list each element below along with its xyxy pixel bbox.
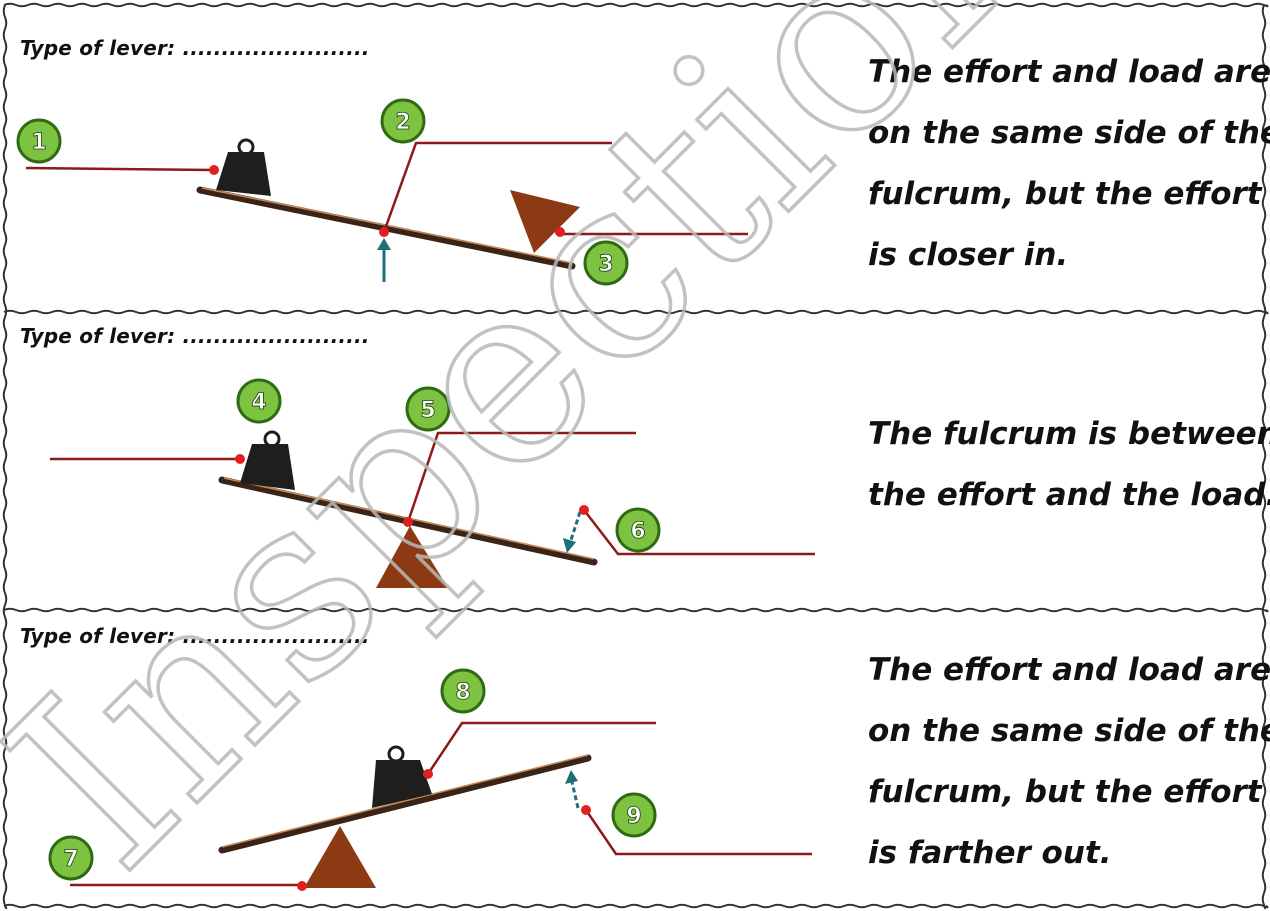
number-badge-5: 5 — [405, 386, 451, 432]
description-line: The fulcrum is between — [868, 416, 1270, 452]
lever-diagram-1: 1 2 3 — [16, 98, 748, 286]
lever-description-2: The fulcrum is between the effort and th… — [868, 404, 1270, 526]
load-weight — [216, 138, 271, 196]
description-line: is farther out. — [868, 835, 1112, 871]
badge-number: 1 — [31, 130, 46, 155]
label-dot-3 — [555, 227, 565, 237]
number-badge-3: 3 — [583, 240, 629, 286]
type-of-lever-label: Type of lever: ........................ — [20, 36, 370, 60]
label-line-1 — [25, 166, 215, 172]
number-badge-2: 2 — [380, 98, 426, 144]
label-line-9 — [584, 809, 812, 856]
badge-number: 2 — [395, 110, 410, 135]
badge-number: 6 — [630, 519, 645, 544]
fulcrum-triangle — [304, 826, 376, 888]
lever-beam-highlight — [221, 754, 589, 848]
wavy-border — [3, 607, 1269, 613]
description-line: on the same side of the — [868, 115, 1270, 151]
panel-1: Type of lever: ........................ — [0, 0, 1270, 312]
description-line: fulcrum, but the effort — [868, 176, 1262, 212]
type-of-lever-label: Type of lever: ........................ — [20, 624, 370, 648]
number-badge-8: 8 — [440, 668, 486, 714]
description-line: on the same side of the — [868, 713, 1270, 749]
label-dot-7 — [297, 881, 307, 891]
effort-arrow — [377, 238, 391, 282]
number-badge-9: 9 — [611, 792, 657, 838]
label-dot-6 — [579, 505, 589, 515]
fulcrum-triangle — [510, 190, 580, 253]
type-of-lever-label: Type of lever: ........................ — [20, 324, 370, 348]
label-dot-2 — [379, 227, 389, 237]
badge-number: 3 — [598, 252, 613, 277]
wavy-border — [3, 903, 1269, 909]
label-dot-1 — [209, 165, 219, 175]
wavy-border — [3, 309, 1269, 315]
badge-number: 4 — [251, 390, 266, 415]
wavy-border — [1261, 4, 1267, 910]
load-weight — [372, 745, 432, 808]
fulcrum-triangle — [376, 526, 448, 588]
label-line-5 — [406, 431, 636, 523]
description-line: The effort and load are — [868, 652, 1270, 688]
number-badge-7: 7 — [48, 835, 94, 881]
number-badge-6: 6 — [615, 507, 661, 553]
lever-beam — [218, 754, 592, 854]
load-weight — [240, 430, 295, 490]
label-dot-8 — [423, 769, 433, 779]
description-line: fulcrum, but the effort — [868, 774, 1262, 810]
description-line: is closer in. — [868, 237, 1069, 273]
label-line-8 — [426, 721, 656, 775]
description-line: The effort and load are — [868, 54, 1270, 90]
lever-diagram-3: 7 8 9 — [48, 668, 812, 891]
label-line-2 — [382, 141, 612, 233]
badge-number: 9 — [626, 804, 641, 829]
badge-number: 7 — [63, 847, 78, 872]
badge-number: 5 — [420, 398, 435, 423]
lever-diagram-2: 4 5 6 — [50, 378, 815, 588]
lever-description-1: The effort and load are on the same side… — [868, 42, 1270, 286]
label-dot-5 — [403, 517, 413, 527]
number-badge-1: 1 — [16, 118, 62, 164]
number-badge-4: 4 — [236, 378, 282, 424]
label-dot-9 — [581, 805, 591, 815]
panel-2: Type of lever: ........................ … — [0, 312, 1270, 610]
effort-arrow — [565, 770, 580, 809]
panel-3: Type of lever: ........................ … — [0, 610, 1270, 911]
effort-arrow — [563, 511, 582, 553]
description-line: the effort and the load. — [868, 477, 1270, 513]
label-dot-4 — [235, 454, 245, 464]
lever-description-3: The effort and load are on the same side… — [868, 640, 1270, 884]
label-line-6 — [583, 509, 815, 556]
wavy-border — [2, 4, 8, 910]
wavy-border — [3, 2, 1269, 8]
badge-number: 8 — [455, 680, 470, 705]
